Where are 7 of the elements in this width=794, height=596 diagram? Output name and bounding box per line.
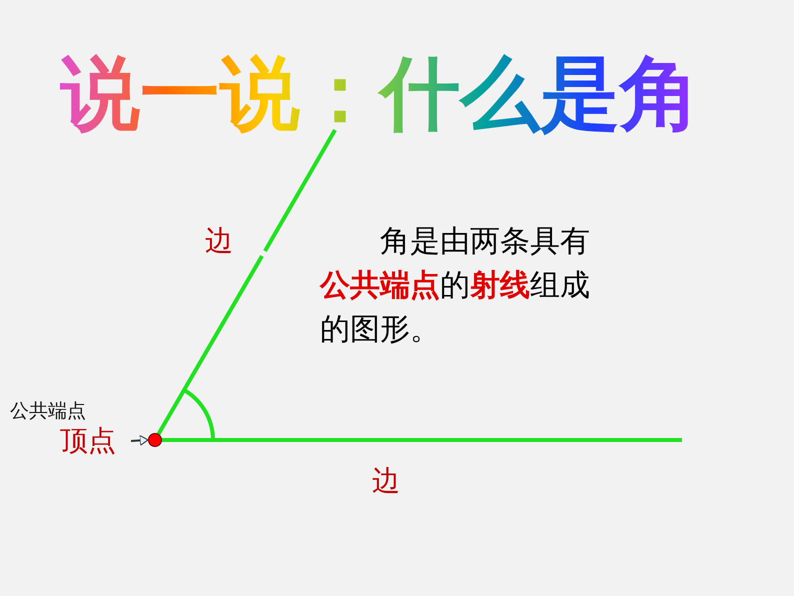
node-label: 顶点 — [60, 423, 116, 459]
side-label: 边 — [372, 463, 400, 499]
side-label: 边 — [205, 223, 233, 259]
arrow — [130, 434, 148, 446]
endpoint-label: 公共端点 — [10, 399, 86, 424]
definition-text: 角是由两条具有公共端点的射线组成的图形。 — [320, 223, 591, 349]
vertex-dot — [148, 433, 162, 447]
